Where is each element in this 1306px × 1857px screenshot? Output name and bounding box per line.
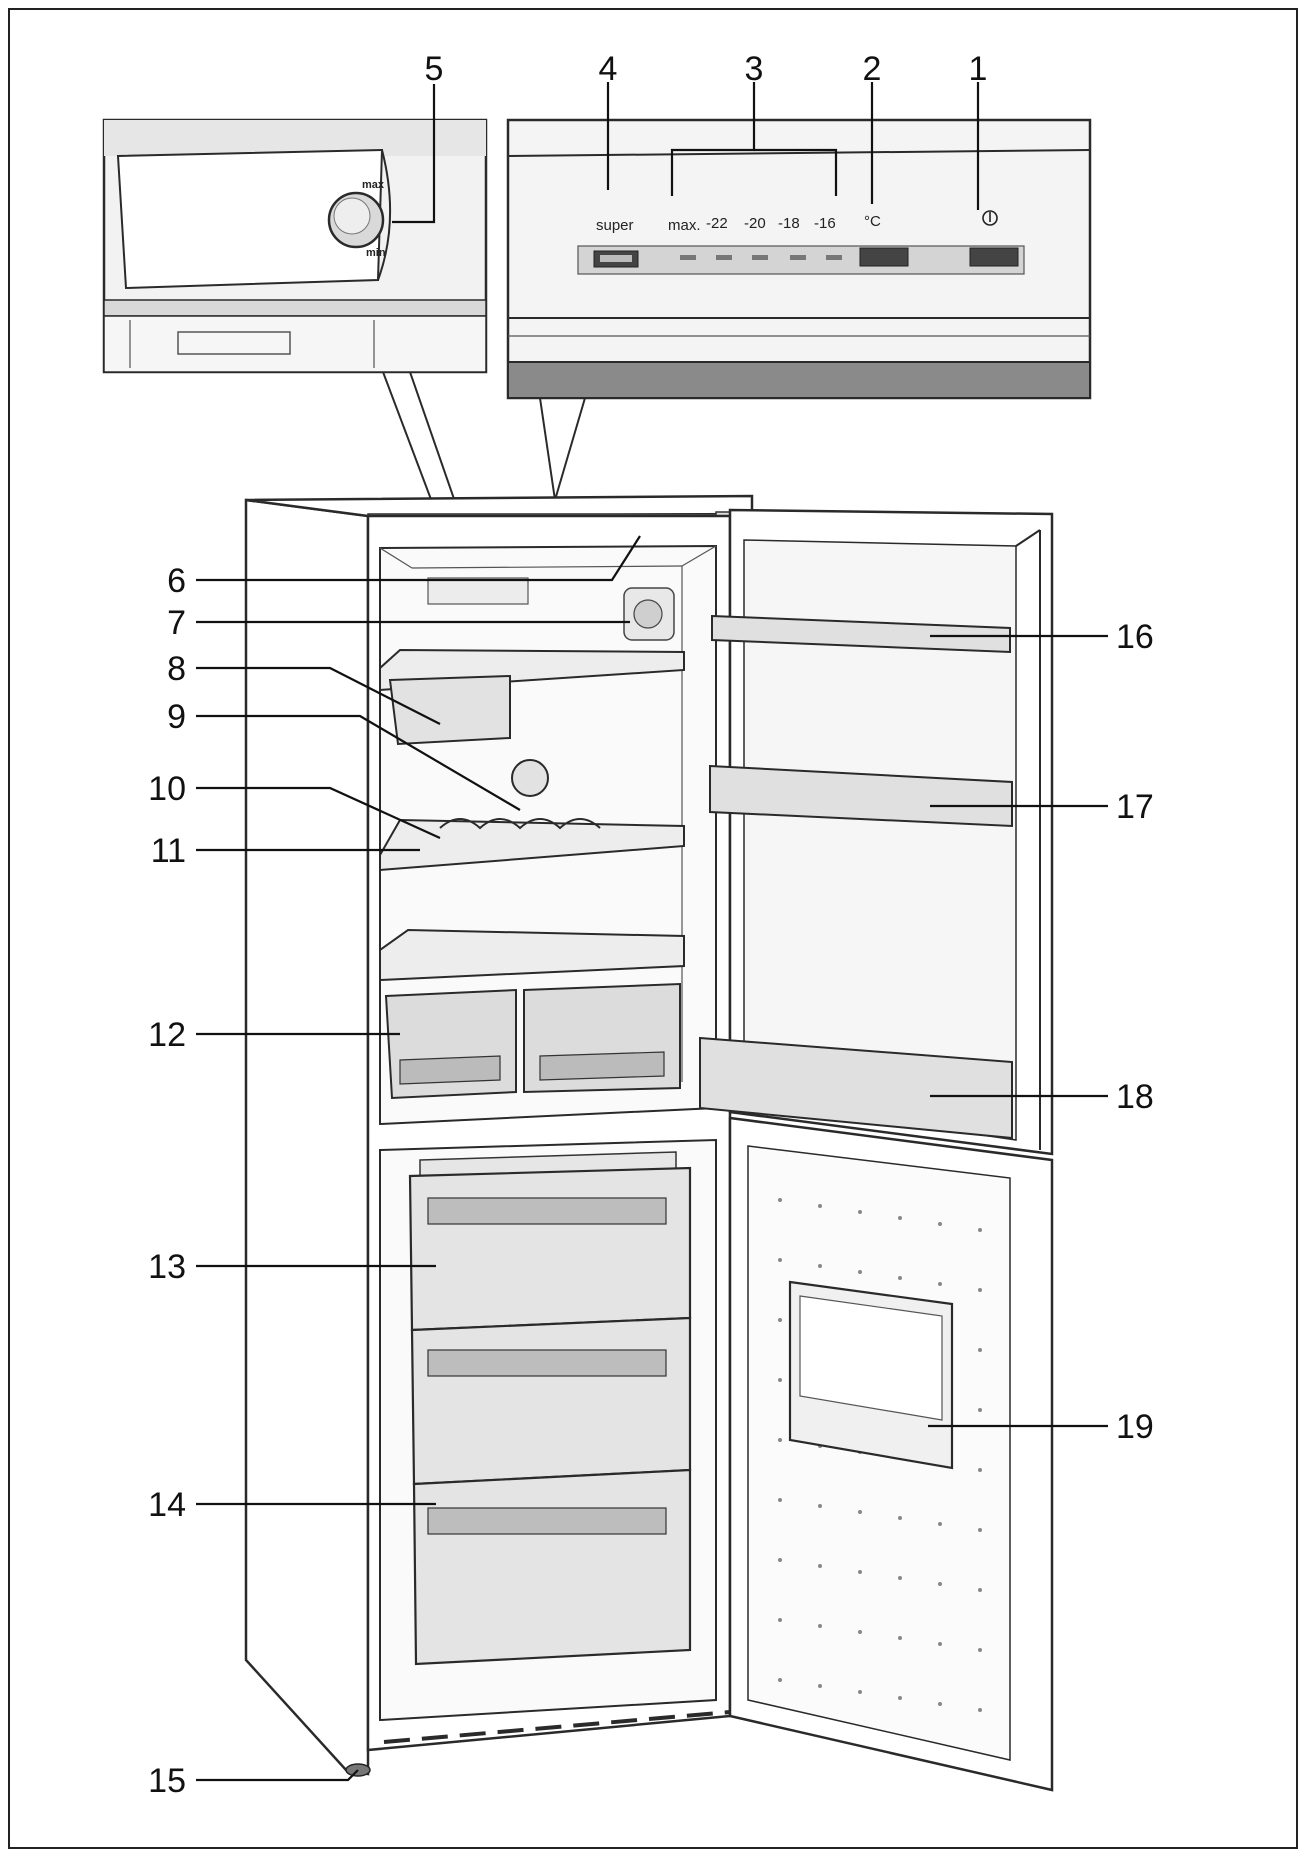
door-shelf-top	[711, 614, 1011, 654]
callout-8: 8	[167, 650, 186, 688]
callout-16: 16	[1116, 618, 1154, 656]
callout-5: 5	[425, 50, 444, 88]
dial-inset: max min	[102, 118, 488, 374]
callout-18: 18	[1116, 1078, 1154, 1116]
unit-label: °C	[864, 213, 881, 230]
freezer-drawer-3	[412, 1468, 692, 1666]
callout-15: 15	[148, 1762, 186, 1800]
freezer-drawer-2	[410, 1316, 692, 1486]
callout-6: 6	[167, 562, 186, 600]
callout-3: 3	[745, 50, 764, 88]
dial-max-label: max	[362, 179, 385, 191]
leader-lines	[196, 82, 1108, 1782]
callout-11: 11	[151, 832, 186, 870]
callout-4: 4	[599, 50, 618, 88]
control-panel-inset: super max. -22 -20 -18 -16 °C	[506, 118, 1092, 400]
callout-1: 1	[969, 50, 988, 88]
temperature-button[interactable]	[859, 247, 909, 267]
freezer-drawer-1	[408, 1166, 692, 1332]
callout-10: 10	[148, 770, 186, 808]
freezer-door	[728, 1116, 1054, 1792]
max-label: max.	[668, 217, 701, 234]
temperature-indicators	[680, 255, 842, 260]
power-symbol-icon	[982, 210, 998, 226]
callout-7: 7	[167, 604, 186, 642]
door-shelf-middle	[709, 764, 1013, 828]
callout-2: 2	[863, 50, 882, 88]
callout-13: 13	[148, 1248, 186, 1286]
freezer-door-dots	[778, 1198, 982, 1712]
fridge-door	[699, 508, 1054, 1156]
temp-step-3: -18	[778, 215, 800, 232]
temp-step-2: -20	[744, 215, 766, 232]
fridge-body	[244, 494, 754, 1777]
callout-12: 12	[148, 1016, 186, 1054]
temp-step-1: -22	[706, 215, 728, 232]
dial-min-label: min	[366, 247, 386, 259]
callout-9: 9	[167, 698, 186, 736]
diagram-frame	[8, 8, 1298, 1849]
power-button[interactable]	[969, 247, 1019, 267]
door-shelf-bottom	[699, 1036, 1013, 1140]
temp-step-4: -16	[814, 215, 836, 232]
callout-19: 19	[1116, 1408, 1154, 1446]
callout-17: 17	[1116, 788, 1154, 826]
callout-14: 14	[148, 1486, 186, 1524]
super-label: super	[596, 217, 634, 234]
